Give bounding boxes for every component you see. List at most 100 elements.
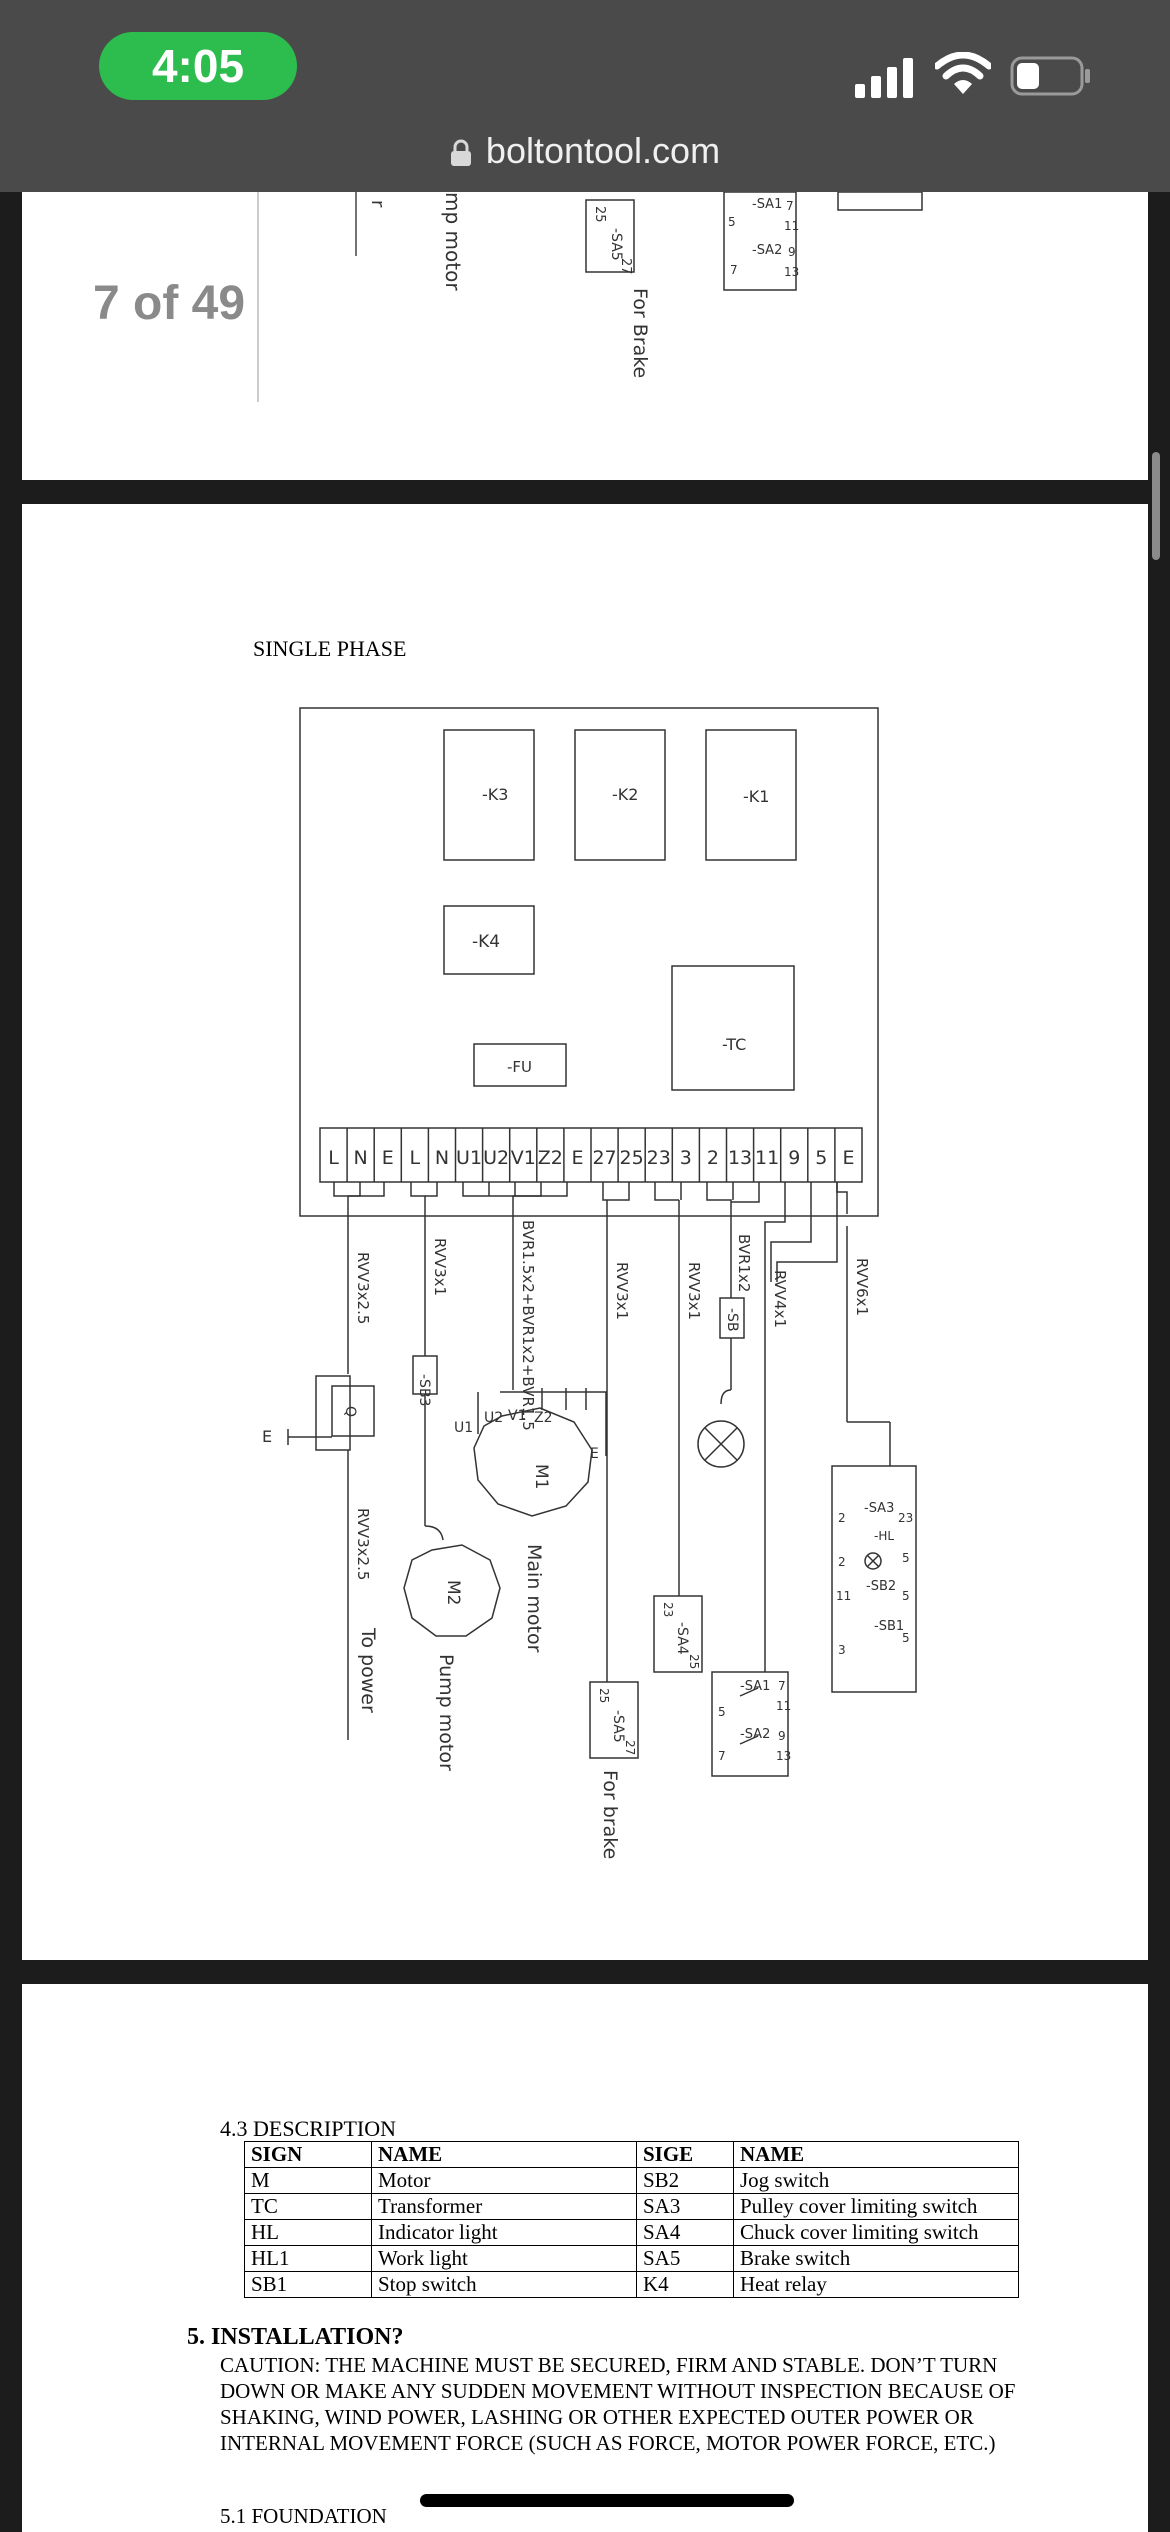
prev-for-brake-label: For Brake bbox=[629, 288, 651, 378]
main-motor-label: Main motor bbox=[523, 1544, 545, 1653]
table-cell: SB2 bbox=[636, 2167, 734, 2194]
hl-label: -HL bbox=[874, 1529, 894, 1543]
table-cell: Brake switch bbox=[733, 2245, 1019, 2272]
q-label: Q bbox=[342, 1406, 358, 1417]
terminal-label: L bbox=[328, 1147, 339, 1169]
sa2-pin: 9 bbox=[778, 1729, 786, 1743]
home-indicator[interactable] bbox=[420, 2494, 794, 2507]
m2-label: M2 bbox=[443, 1580, 463, 1605]
cable-label: RVV4x1 bbox=[771, 1270, 789, 1328]
cable-label: BVR1x2 bbox=[735, 1234, 753, 1292]
table-cell: SA3 bbox=[636, 2193, 734, 2220]
prev-sa1-pin: 11 bbox=[784, 219, 799, 233]
table-cell: Jog switch bbox=[733, 2167, 1019, 2194]
cable-label: RVV3x1 bbox=[685, 1262, 703, 1320]
prev-sa5-pin: 25 bbox=[592, 206, 607, 223]
terminal-label: L bbox=[410, 1147, 421, 1169]
table-cell: Pulley cover limiting switch bbox=[733, 2193, 1019, 2220]
tc-label: -TC bbox=[722, 1035, 746, 1054]
url-text: boltontool.com bbox=[485, 130, 721, 171]
sa1-pin: 5 bbox=[718, 1705, 726, 1719]
prev-sa1-pin: 5 bbox=[728, 215, 736, 229]
cable-label: BVR1.5x2+BVR1x2+BVR1.5 bbox=[519, 1220, 537, 1431]
prev-sa1-label: -SA1 bbox=[752, 197, 782, 212]
prev-sa2-pin: 9 bbox=[788, 245, 796, 259]
prev-sa2-pin: 7 bbox=[730, 263, 738, 277]
prev-sa2-pin: 13 bbox=[784, 265, 799, 279]
table-cell: HL bbox=[244, 2219, 372, 2246]
table-header: NAME bbox=[371, 2141, 637, 2168]
table-cell: K4 bbox=[636, 2271, 734, 2298]
terminal-label: 2 bbox=[707, 1147, 719, 1169]
table-cell: TC bbox=[244, 2193, 372, 2220]
sa3-pin: 2 bbox=[838, 1511, 846, 1525]
prev-sa1-pin: 7 bbox=[786, 199, 794, 213]
table-cell: Stop switch bbox=[371, 2271, 637, 2298]
hl-pin: 2 bbox=[838, 1555, 846, 1569]
terminal-label: N bbox=[354, 1147, 368, 1169]
prev-page-diagram: r mp motor 25 -SA5 27 For Brake -SA1 5 7… bbox=[257, 192, 923, 402]
sb1-pin: 3 bbox=[838, 1643, 846, 1657]
status-bar: 4:05 boltontool.com bbox=[0, 0, 1170, 192]
to-power-label: To power bbox=[357, 1627, 379, 1713]
table-cell: Indicator light bbox=[371, 2219, 637, 2246]
terminal-label: 23 bbox=[647, 1147, 671, 1169]
cable-label: RVV3x1 bbox=[431, 1238, 449, 1296]
k4-label: -K4 bbox=[472, 932, 500, 952]
wifi-icon bbox=[935, 52, 991, 94]
sa3-pin: 23 bbox=[898, 1511, 913, 1525]
pdf-page-description: 4.3 DESCRIPTION SIGN NAME SIGE NAME M Mo… bbox=[22, 1984, 1148, 2532]
terminal-label: Z2 bbox=[538, 1147, 563, 1169]
caution-paragraph: CAUTION: THE MACHINE MUST BE SECURED, FI… bbox=[220, 2353, 1016, 2455]
m1-label: M1 bbox=[531, 1464, 551, 1489]
terminal-label: V1 bbox=[511, 1147, 536, 1169]
sb2-pin: 11 bbox=[836, 1589, 851, 1603]
table-cell: SA5 bbox=[636, 2245, 734, 2272]
e-ground-label: E bbox=[262, 1427, 272, 1446]
installation-heading: 5. INSTALLATION? bbox=[187, 2324, 404, 2350]
scrollbar-thumb[interactable] bbox=[1152, 452, 1160, 560]
prev-cut-label: r bbox=[367, 200, 388, 208]
terminal-label: E bbox=[571, 1147, 583, 1169]
sa5-pin: 25 bbox=[597, 1688, 611, 1703]
hl-pin: 5 bbox=[902, 1551, 910, 1565]
table-header-row: SIGN NAME SIGE NAME bbox=[244, 2141, 1019, 2168]
status-time[interactable]: 4:05 bbox=[99, 32, 297, 100]
table-cell: Heat relay bbox=[733, 2271, 1019, 2298]
u1-label: U1 bbox=[454, 1420, 473, 1436]
sb-label: -SB bbox=[724, 1308, 740, 1332]
table-header: SIGE bbox=[636, 2141, 734, 2168]
sb1-pin: 5 bbox=[902, 1631, 910, 1645]
sa3-label: -SA3 bbox=[864, 1501, 894, 1516]
sa1-pin: 7 bbox=[778, 1679, 786, 1693]
pdf-page-diagram: SINGLE PHASE bbox=[22, 504, 1148, 1960]
table-row: M Motor SB2 Jog switch bbox=[244, 2167, 1019, 2194]
sa1-pin: 11 bbox=[776, 1699, 791, 1713]
z2-label: Z2 bbox=[534, 1410, 553, 1426]
terminal-label: 5 bbox=[815, 1147, 827, 1169]
pdf-page-previous: r mp motor 25 -SA5 27 For Brake -SA1 5 7… bbox=[22, 192, 1148, 480]
diagram-title: SINGLE PHASE bbox=[253, 636, 407, 661]
terminal-label: U2 bbox=[483, 1147, 509, 1169]
terminal-label: 13 bbox=[728, 1147, 752, 1169]
sb1-label: -SB1 bbox=[874, 1619, 904, 1634]
cable-label: RVV3x2.5 bbox=[354, 1252, 372, 1324]
terminal-label: 3 bbox=[680, 1147, 692, 1169]
v1-label: V1 bbox=[508, 1408, 526, 1424]
terminal-label: 9 bbox=[788, 1147, 800, 1169]
prev-sa5-pin: 27 bbox=[618, 258, 633, 275]
k1-label: -K1 bbox=[743, 787, 769, 806]
sb3-label: -SB3 bbox=[416, 1374, 432, 1406]
terminal-label: E bbox=[842, 1147, 854, 1169]
fu-label: -FU bbox=[507, 1058, 532, 1076]
terminal-label: E bbox=[382, 1147, 394, 1169]
sa4-pin: 25 bbox=[687, 1654, 701, 1669]
cable-label: RVV6x1 bbox=[853, 1258, 871, 1316]
address-bar[interactable]: boltontool.com bbox=[0, 120, 1170, 182]
table-cell: M bbox=[244, 2167, 372, 2194]
table-row: HL Indicator light SA4 Chuck cover limit… bbox=[244, 2219, 1019, 2246]
table-header: SIGN bbox=[244, 2141, 372, 2168]
terminal-label: 11 bbox=[755, 1147, 779, 1169]
battery-icon bbox=[1010, 56, 1090, 96]
foundation-heading: 5.1 FOUNDATION bbox=[220, 2504, 387, 2528]
